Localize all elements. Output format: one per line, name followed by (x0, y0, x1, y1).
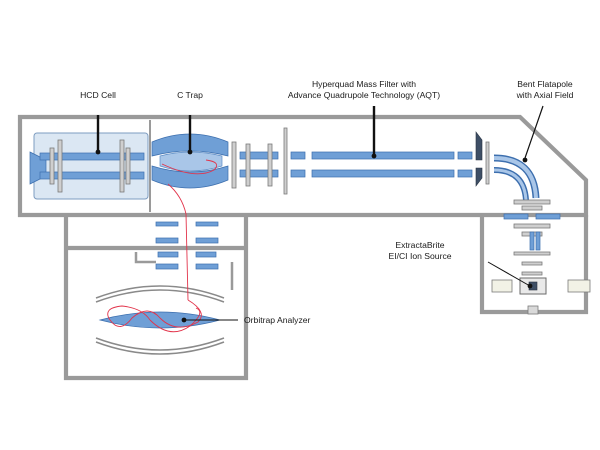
ion-source (491, 277, 591, 315)
ion-path (107, 159, 218, 333)
transfer-optics (231, 127, 306, 195)
label-extractabrite-line2: EI/CI Ion Source (388, 251, 451, 261)
hyperquad-mass-filter (311, 151, 473, 178)
bent-flatapole (493, 154, 551, 211)
label-bent-flatapole-line1: Bent Flatapole (517, 79, 573, 89)
label-orbitrap-analyzer: Orbitrap Analyzer (244, 315, 311, 325)
orbitrap-injection-optics (134, 221, 234, 290)
housing (17, 114, 589, 381)
label-hyperquad-line1: Hyperquad Mass Filter with (312, 79, 416, 89)
label-hcd-cell: HCD Cell (80, 90, 116, 100)
label-bent-flatapole-line2: with Axial Field (516, 90, 574, 100)
c-trap (151, 133, 229, 189)
source-optics (503, 213, 561, 276)
orbitrap-analyzer (95, 285, 225, 355)
label-extractabrite-line1: ExtractaBrite (395, 240, 444, 250)
label-c-trap: C Trap (177, 90, 203, 100)
labels: HCD Cell C Trap Hyperquad Mass Filter wi… (80, 79, 574, 325)
hcd-cell (29, 132, 149, 200)
leader-lines (95, 105, 544, 323)
label-hyperquad-line2: Advance Quadrupole Technology (AQT) (288, 90, 440, 100)
entrance-lenses (475, 131, 490, 187)
